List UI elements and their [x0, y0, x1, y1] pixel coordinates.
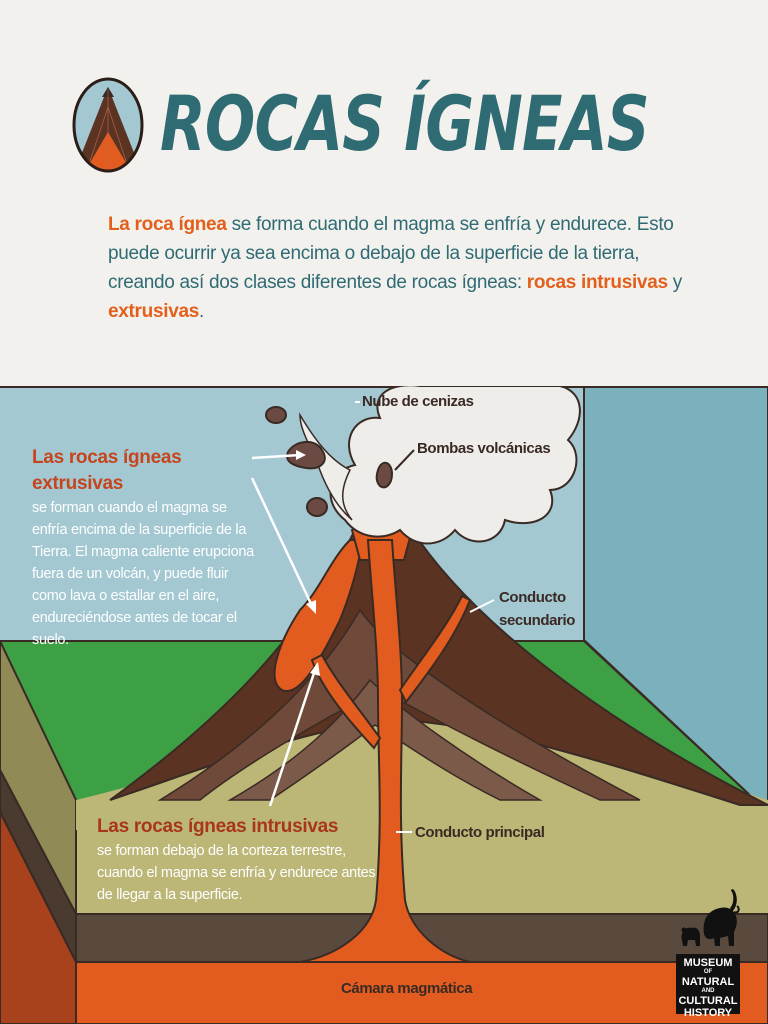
pointer-intrusive-head [310, 662, 320, 676]
intrusive-branch [310, 653, 382, 750]
label-ash-cloud: Nube de cenizas [362, 393, 474, 410]
intro-term-igneous: La roca ígnea [108, 214, 227, 235]
label-secondary-line1: Conducto [499, 589, 566, 606]
label-secondary-line2: secundario [499, 612, 576, 629]
label-volcanic-bombs: Bombas volcánicas [417, 440, 551, 457]
intro-term-extrusive: extrusivas [108, 301, 200, 322]
volcano-diagram [0, 386, 768, 1024]
box-wall [583, 386, 768, 814]
intrusive-heading: Las rocas ígneas intrusivas [97, 816, 339, 837]
label-secondary-conduit: Conducto secundario [499, 586, 575, 632]
pointer-extrusive-head [296, 450, 306, 460]
intrusive-panel: Las rocas ígneas intrusivas se forman de… [97, 814, 387, 906]
label-magma-chamber: Cámara magmática [341, 980, 473, 997]
bomb-1 [265, 406, 287, 424]
pointer-bombs [394, 449, 415, 471]
label-main-conduit: Conducto principal [415, 824, 545, 841]
pointer-extrusive-2 [250, 477, 314, 607]
extrusive-panel: Las rocas ígneas extrusivas se forman cu… [32, 445, 262, 651]
ash-cloud [329, 386, 581, 545]
intro-term-intrusive: rocas intrusivas [526, 272, 668, 293]
museum-line6: HISTORY [683, 1007, 733, 1019]
lava-flow [273, 539, 364, 693]
museum-line2: OF [703, 969, 713, 975]
bomb-4 [306, 497, 328, 517]
museum-line3: NATURAL [681, 976, 735, 988]
intro-text-and: y [667, 272, 683, 293]
intro-text: se forma cuando el magma se enfría y end… [108, 214, 674, 293]
museum-line1: MUSEUM [683, 957, 733, 969]
main-conduit [299, 539, 471, 963]
extrusive-heading: Las rocas ígneas extrusivas [32, 447, 182, 494]
intro-paragraph: La roca ígnea se forma cuando el magma s… [108, 210, 688, 326]
museum-line5: CULTURAL [678, 995, 738, 1007]
block-side-red [0, 811, 77, 1024]
bomb-3 [375, 461, 394, 489]
pointer-secondary [469, 599, 495, 613]
intrusive-body: se forman debajo de la corteza terrestre… [97, 843, 376, 903]
bear-icon [681, 927, 700, 946]
secondary-conduit [398, 594, 472, 704]
bomb-2 [286, 441, 326, 470]
volcano-illustration [0, 386, 768, 1024]
extrusive-body: se forman cuando el magma se enfría enci… [32, 500, 254, 648]
cone-layer-3 [227, 678, 543, 801]
pointer-extrusive-2-head [306, 600, 316, 614]
museum-logo: MUSEUM OF NATURAL AND CULTURAL HISTORY [676, 954, 740, 1019]
museum-line4: AND [701, 988, 715, 994]
header: ROCAS ÍGNEAS La roca ígnea se forma cuan… [0, 0, 768, 386]
page-title: ROCAS ÍGNEAS [160, 79, 650, 168]
pointer-extrusive [251, 453, 301, 460]
pointer-intrusive [268, 669, 317, 807]
intro-period: . [199, 301, 204, 322]
elephant-icon [681, 889, 740, 946]
volcano-logo-icon [72, 77, 144, 173]
